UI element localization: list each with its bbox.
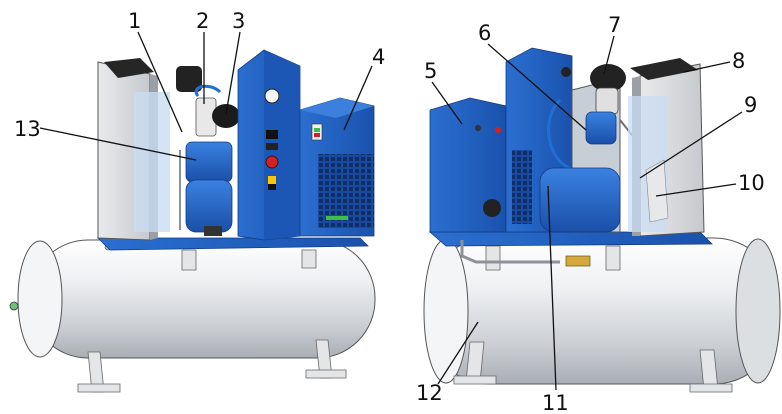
- callout-11: 11: [542, 391, 569, 414]
- callout-5: 5: [424, 59, 437, 83]
- callout-9: 9: [744, 93, 757, 117]
- leader-5: [431, 81, 463, 125]
- left-tank-feet: [77, 249, 347, 393]
- tank-drain-icon: [9, 301, 19, 311]
- callout-4: 4: [372, 45, 385, 69]
- left-compressor-unit: [9, 49, 376, 393]
- leader-12: [437, 321, 479, 385]
- callout-1: 1: [128, 9, 141, 33]
- callout-7: 7: [608, 13, 621, 37]
- right-tank-feet: [453, 245, 733, 393]
- leader-9: [639, 111, 743, 179]
- display-icon: [266, 130, 278, 139]
- leader-13: [39, 127, 197, 161]
- callout-6: 6: [478, 21, 491, 45]
- callout-2: 2: [196, 9, 209, 33]
- air-filter-icon: [176, 66, 202, 92]
- leader-8: [683, 61, 731, 73]
- right-compressor-unit: [423, 47, 781, 393]
- leader-10: [655, 183, 737, 197]
- pressure-gauge-icon: [264, 88, 280, 104]
- leader-11: [547, 185, 557, 391]
- leader-4: [343, 65, 373, 131]
- left-air-tank: [9, 239, 376, 359]
- main-switch-icon: [265, 155, 279, 169]
- leader-6: [487, 43, 587, 131]
- callouts: 1 2 3 4 13 5 6 7 8 9 10 11 12: [14, 9, 765, 414]
- callout-10: 10: [738, 171, 765, 195]
- cooler-fan-icon: [645, 159, 669, 223]
- left-side-panel: [97, 58, 170, 241]
- right-internals: [539, 64, 643, 233]
- leader-3: [225, 31, 241, 115]
- right-air-tank: [423, 237, 781, 385]
- right-dryer-cabinet: [429, 97, 507, 233]
- right-side-panel: [628, 58, 705, 237]
- callout-12: 12: [416, 381, 443, 405]
- left-dryer-cabinet: [299, 97, 375, 237]
- leader-1: [137, 31, 183, 133]
- left-control-cabinet: [237, 49, 301, 241]
- leader-7: [603, 35, 615, 75]
- right-air-filter-icon: [590, 64, 626, 92]
- callout-3: 3: [232, 9, 245, 33]
- callout-8: 8: [732, 49, 745, 73]
- motor-icon: [539, 167, 621, 233]
- left-internals: [176, 66, 241, 236]
- callout-13: 13: [14, 117, 41, 141]
